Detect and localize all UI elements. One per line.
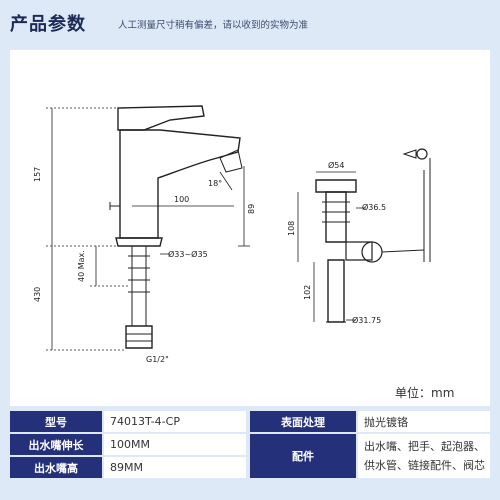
dim-drain-body: 108	[287, 221, 296, 236]
page-subtitle: 人工测量尺寸稍有偏差，请以收到的实物为准	[118, 20, 309, 31]
dim-height-total: 157	[33, 167, 42, 182]
spec-parts-line-2: 供水管、链接配件、阀芯	[364, 459, 485, 472]
page-title: 产品参数	[10, 14, 86, 35]
dim-drain-tail: 102	[303, 285, 312, 300]
spec-parts-value: 出水嘴、把手、起泡器、 供水管、链接配件、阀芯	[358, 434, 490, 478]
header: 产品参数 人工测量尺寸稍有偏差，请以收到的实物为准	[0, 0, 500, 52]
spec-height-label: 出水嘴高	[10, 457, 102, 478]
spec-reach-value: 100MM	[104, 434, 246, 455]
drawing-panel: 157 89 100 18° 430 40 Max. Ø33~Ø35 G1/2"…	[10, 50, 490, 406]
spec-row-2: 出水嘴伸长 100MM	[10, 434, 250, 455]
spec-reach-label: 出水嘴伸长	[10, 434, 102, 455]
spec-row-3: 出水嘴高 89MM	[10, 457, 250, 478]
dim-drain-top: Ø54	[328, 160, 344, 170]
faucet-dimensions	[46, 107, 250, 351]
spec-row-1: 型号 74013T-4-CP 表面处理 抛光镀铬	[10, 411, 490, 432]
drain-dimensions	[297, 171, 366, 322]
spec-finish-value: 抛光镀铬	[358, 411, 490, 432]
dim-drain-mid: Ø36.5	[362, 202, 386, 212]
unit-label: 单位：mm	[395, 386, 455, 400]
dim-base-diameter: Ø33~Ø35	[168, 249, 208, 259]
dim-drain-bottom: Ø31.75	[352, 315, 381, 325]
dim-max-deck: 40 Max.	[77, 250, 86, 282]
dim-angle: 18°	[208, 179, 222, 188]
spec-height-value: 89MM	[104, 457, 246, 478]
dim-thread: G1/2"	[146, 355, 169, 364]
faucet-outline	[109, 105, 243, 349]
dim-spout-reach: 100	[174, 195, 189, 204]
drain-outline	[315, 148, 431, 323]
spec-parts-label: 配件	[250, 434, 356, 478]
dim-pipe-length: 430	[33, 287, 42, 302]
spec-finish-label: 表面处理	[250, 411, 356, 432]
spec-parts-line-1: 出水嘴、把手、起泡器、	[364, 440, 485, 453]
spec-model-value: 74013T-4-CP	[104, 411, 246, 432]
dim-height-spout: 89	[247, 204, 256, 214]
technical-drawing: 157 89 100 18° 430 40 Max. Ø33~Ø35 G1/2"…	[33, 105, 431, 364]
spec-table: 型号 74013T-4-CP 表面处理 抛光镀铬 出水嘴伸长 100MM 出水嘴…	[10, 411, 490, 500]
spec-model-label: 型号	[10, 411, 102, 432]
